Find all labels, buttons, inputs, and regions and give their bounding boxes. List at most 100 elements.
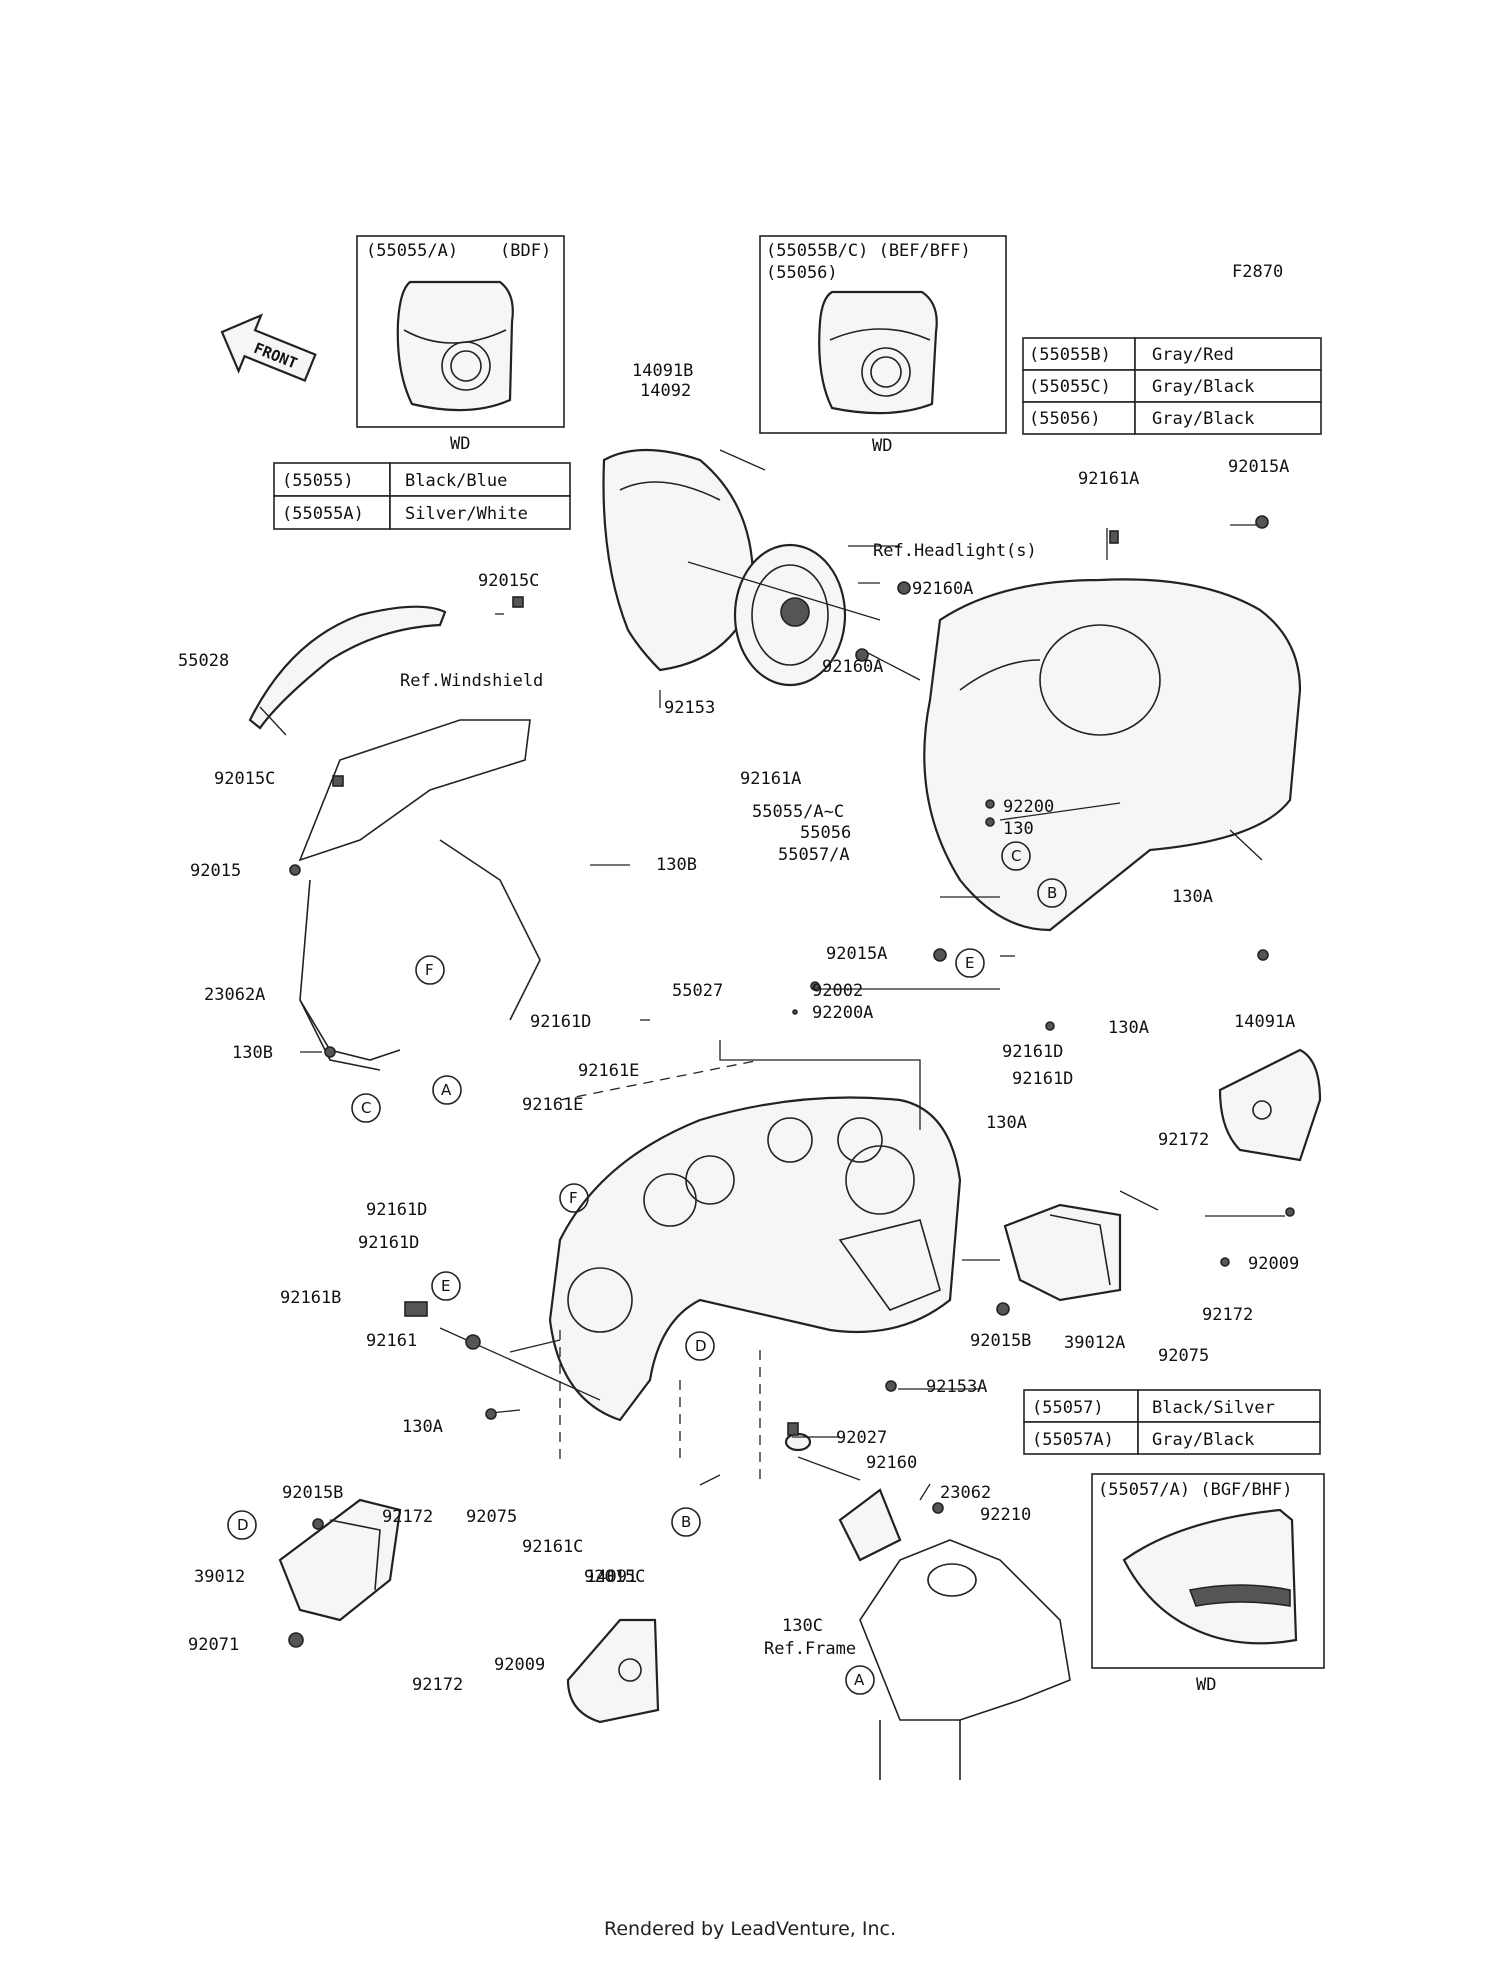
callout-130c: 130C <box>782 1616 823 1636</box>
upper-fairing <box>923 578 1302 932</box>
callout-92161e-b: 92161E <box>522 1095 583 1115</box>
inset-left: (55055/A) (BDF) WD <box>356 235 565 454</box>
callout-92210: 92210 <box>980 1505 1031 1525</box>
speaker-box-left <box>278 1498 402 1622</box>
callout-39012a: 39012A <box>1064 1333 1125 1353</box>
callout-92015c-upper: 92015C <box>478 571 539 591</box>
ref-letter-c-upper: C <box>1001 841 1031 871</box>
callout-92015b-right: 92015B <box>970 1331 1031 1351</box>
table2-row2-code: (55055C) <box>1029 377 1111 397</box>
svg-text:B: B <box>1047 884 1057 902</box>
ref-letter-b-lower: B <box>671 1507 701 1537</box>
table2-row3-color: Gray/Black <box>1152 409 1254 429</box>
callout-92161d-c: 92161D <box>1012 1069 1073 1089</box>
callout-92075-right: 92075 <box>1158 1346 1209 1366</box>
callout-92160: 92160 <box>866 1453 917 1473</box>
ref-letter-a-lower: A <box>845 1665 875 1695</box>
color-table-55055: (55055) Black/Blue (55055A) Silver/White <box>273 462 571 530</box>
callout-92153: 92153 <box>664 698 715 718</box>
table2-row1-color: Gray/Red <box>1152 345 1234 365</box>
speaker-grille-left <box>566 1618 660 1724</box>
callout-92161e-a: 92161E <box>578 1061 639 1081</box>
ref-letter-f-lower: F <box>559 1183 589 1213</box>
ref-letter-f-upper: F <box>415 955 445 985</box>
callout-130a-center: 130A <box>986 1113 1027 1133</box>
svg-text:D: D <box>695 1337 707 1355</box>
callout-92015c-bottom: 92015C <box>584 1567 645 1587</box>
callout-14091: 14091 <box>586 1567 637 1587</box>
callout-130b-lower: 130B <box>232 1043 273 1063</box>
speaker-grille-right <box>1218 1048 1322 1162</box>
callout-92015c-lower: 92015C <box>214 769 275 789</box>
inset-left-model: (BDF) <box>500 241 551 261</box>
callout-92172-left: 92172 <box>382 1507 433 1527</box>
inset-right-code: (55057/A) (BGF/BHF) <box>1098 1480 1292 1500</box>
callout-55027: 55027 <box>672 981 723 1001</box>
ref-letter-d-lower: D <box>227 1510 257 1540</box>
callout-92161a-lower: 92161A <box>740 769 801 789</box>
callout-92002: 92002 <box>812 981 863 1001</box>
table2-row2-color: Gray/Black <box>1152 377 1254 397</box>
callout-92172-bottom: 92172 <box>412 1675 463 1695</box>
svg-text:E: E <box>965 954 974 972</box>
callout-92161a-upper: 92161A <box>1078 469 1139 489</box>
callout-92161c: 92161C <box>522 1537 583 1557</box>
front-arrow-icon: FRONT <box>220 313 317 383</box>
footer-credit: Rendered by LeadVenture, Inc. <box>603 1918 897 1940</box>
callout-130a-mid: 130A <box>1108 1018 1149 1038</box>
callout-92161d-d: 92161D <box>366 1200 427 1220</box>
callout-14091b: 14091B <box>632 361 693 381</box>
fasteners <box>288 515 1295 1648</box>
svg-text:F: F <box>425 961 434 979</box>
fairing-thumbnail-left <box>396 280 514 412</box>
ref-letter-d-upper: D <box>685 1331 715 1361</box>
callout-92161: 92161 <box>366 1331 417 1351</box>
table1-row1-color: Black/Blue <box>405 471 507 491</box>
windshield-trim <box>248 605 447 730</box>
callout-23062: 23062 <box>940 1483 991 1503</box>
callout-92153a: 92153A <box>926 1377 987 1397</box>
color-table-55055bc: (55055B) Gray/Red (55055C) Gray/Black (5… <box>1022 337 1322 435</box>
callout-39012: 39012 <box>194 1567 245 1587</box>
callout-92015: 92015 <box>190 861 241 881</box>
callout-92172-upper: 92172 <box>1158 1130 1209 1150</box>
ref-letter-a-upper: A <box>432 1075 462 1105</box>
svg-text:E: E <box>441 1277 450 1295</box>
callout-130: 130 <box>1003 819 1034 839</box>
table1-row2-color: Silver/White <box>405 504 528 524</box>
svg-text:A: A <box>854 1671 865 1689</box>
ref-letter-e-lower: E <box>431 1271 461 1301</box>
callout-55028: 55028 <box>178 651 229 671</box>
inset-left-code: (55055/A) <box>366 241 458 261</box>
callout-labels: 14091B 14092 Ref.Headlight(s) 92160A 921… <box>178 361 1299 1695</box>
callout-92015a-upper: 92015A <box>1228 457 1289 477</box>
inset-middle-code2: (55056) <box>766 263 838 283</box>
reference-letters: C B E F A C F E D B D A <box>227 841 1067 1695</box>
callout-ref-headlights: Ref.Headlight(s) <box>873 541 1037 561</box>
callout-ref-windshield: Ref.Windshield <box>400 671 543 691</box>
lower-fairing-thumbnail <box>1122 1508 1298 1645</box>
callout-92161d-a: 92161D <box>530 1012 591 1032</box>
table3-row1-code: (55057) <box>1032 1398 1104 1418</box>
table3-row1-color: Black/Silver <box>1152 1398 1275 1418</box>
svg-text:C: C <box>1011 847 1021 865</box>
svg-text:B: B <box>681 1513 691 1531</box>
callout-130a-right: 130A <box>1172 887 1213 907</box>
callout-92071: 92071 <box>188 1635 239 1655</box>
ref-letter-b-upper: B <box>1037 878 1067 908</box>
callout-92161d-e: 92161D <box>358 1233 419 1253</box>
callout-14091a: 14091A <box>1234 1012 1295 1032</box>
callout-130a-lower: 130A <box>402 1417 443 1437</box>
frame-section <box>859 1539 1071 1780</box>
svg-text:C: C <box>361 1099 371 1117</box>
inset-right: (55057/A) (BGF/BHF) WD <box>1091 1473 1325 1695</box>
inset-right-caption: WD <box>1196 1675 1216 1695</box>
ref-letter-c-lower: C <box>351 1093 381 1123</box>
headlight-trim-ring <box>602 448 754 672</box>
leader-lines <box>259 449 1285 1501</box>
callout-92075-left: 92075 <box>466 1507 517 1527</box>
callout-92009-left: 92009 <box>494 1655 545 1675</box>
callout-55056: 55056 <box>800 823 851 843</box>
inset-left-caption: WD <box>450 434 470 454</box>
speaker-box-right <box>1003 1203 1122 1302</box>
